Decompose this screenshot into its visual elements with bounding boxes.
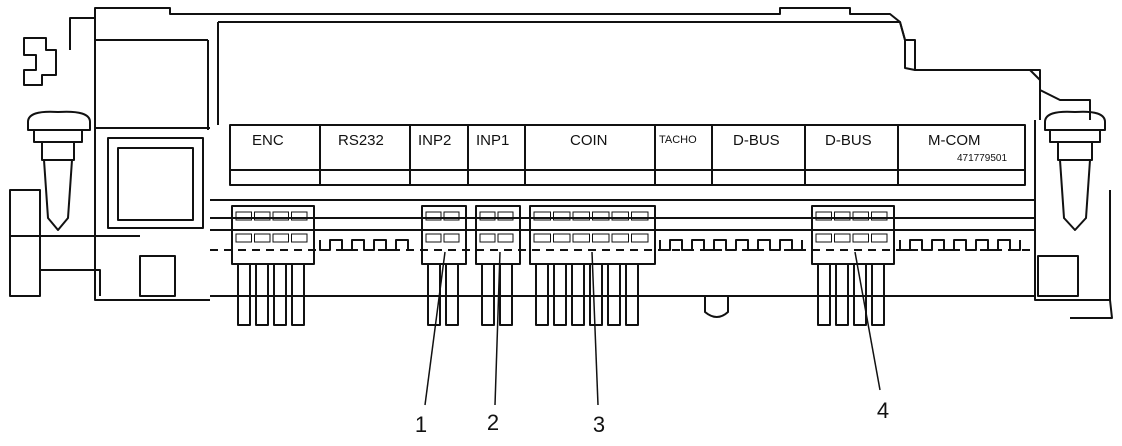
terminal-clamp [871, 233, 888, 243]
terminal-clamp [425, 211, 442, 221]
callout-1: 1 [414, 412, 428, 437]
terminal-clamp [272, 233, 289, 243]
terminal-clamp [553, 233, 571, 243]
connector-inp1 [475, 205, 521, 265]
main-cover [218, 21, 1041, 120]
terminal-clamp [272, 211, 289, 221]
part-number: 471779501 [957, 153, 1008, 164]
label-inp1: INP1 [476, 132, 510, 149]
terminal-clamp [834, 211, 851, 221]
terminal-clamp [815, 211, 832, 221]
label-coin: COIN [570, 132, 608, 149]
terminal-clamp [479, 233, 496, 243]
terminal-clamp [611, 233, 629, 243]
label-mcom: M-COM [928, 132, 981, 149]
label-dbus-2: D-BUS [825, 132, 872, 149]
terminal-clamp [533, 233, 551, 243]
terminal-clamp [291, 211, 308, 221]
terminal-clamp [497, 233, 514, 243]
terminal-clamp [235, 233, 252, 243]
right-screw [1044, 110, 1106, 131]
terminal-clamp [425, 233, 442, 243]
label-dbus-1: D-BUS [733, 132, 780, 149]
terminal-clamp [254, 211, 271, 221]
terminal-clamp [497, 211, 514, 221]
terminal-clamp [291, 233, 308, 243]
label-tacho: TACHO [659, 134, 697, 146]
terminal-clamp [443, 211, 460, 221]
callout-4: 4 [876, 398, 890, 423]
terminal-clamp [871, 211, 888, 221]
terminal-clamp [479, 211, 496, 221]
terminal-clamp [592, 233, 610, 243]
terminal-clamp [852, 233, 869, 243]
left-body [94, 18, 210, 301]
label-rs232: RS232 [338, 132, 384, 149]
label-enc: ENC [252, 132, 284, 149]
terminal-clamp [834, 233, 851, 243]
left-bracket [23, 37, 57, 86]
terminal-clamp [533, 211, 551, 221]
leader-lines [424, 251, 881, 406]
terminal-clamp [572, 211, 590, 221]
terminal-clamp [572, 233, 590, 243]
terminal-clamp [611, 211, 629, 221]
terminal-clamp [815, 233, 832, 243]
terminal-clamp [443, 233, 460, 243]
left-screw [27, 110, 91, 131]
terminal-clamp [631, 233, 649, 243]
terminal-clamp [592, 211, 610, 221]
label-strip [229, 124, 1026, 186]
terminal-clamp [553, 211, 571, 221]
label-inp2: INP2 [418, 132, 452, 149]
terminal-clamp [254, 233, 271, 243]
wires [237, 264, 885, 326]
housing-top-outline [69, 7, 1091, 120]
terminal-clamp [852, 211, 869, 221]
callout-2: 2 [486, 410, 500, 435]
terminal-clamp [235, 211, 252, 221]
callout-3: 3 [592, 412, 606, 437]
terminal-clamp [631, 211, 649, 221]
